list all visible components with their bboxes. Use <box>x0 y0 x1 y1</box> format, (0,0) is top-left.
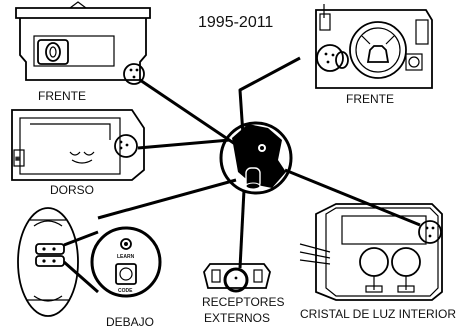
circuit-board-front-view: FRENTE <box>315 4 433 106</box>
opener-back-view: ▦ DORSO <box>11 109 145 197</box>
light-lens-view: CRISTAL DE LUZ INTERIOR <box>299 203 456 321</box>
external-receiver-view: RECEPTORES EXTERNOS <box>202 263 284 325</box>
label-receptores-line2: EXTERNOS <box>204 311 270 325</box>
label-frente-right: FRENTE <box>346 92 394 106</box>
opener-front-view: FRENTE <box>15 1 151 103</box>
label-receptores-line1: RECEPTORES <box>202 295 284 309</box>
label-debajo: DEBAJO <box>106 315 154 329</box>
label-frente-left: FRENTE <box>38 89 86 103</box>
label-dorso: DORSO <box>50 183 94 197</box>
learn-button-icon <box>120 238 132 250</box>
label-cristal: CRISTAL DE LUZ INTERIOR <box>300 307 456 321</box>
label-code: CODE <box>118 288 133 294</box>
remote-underside-view: LEARN CODE DEBAJO <box>17 207 162 329</box>
year-range-title: 1995-2011 <box>198 14 273 31</box>
label-learn: LEARN <box>117 254 135 260</box>
svg-text:▦: ▦ <box>15 156 20 162</box>
learn-button-closeup <box>219 121 293 195</box>
